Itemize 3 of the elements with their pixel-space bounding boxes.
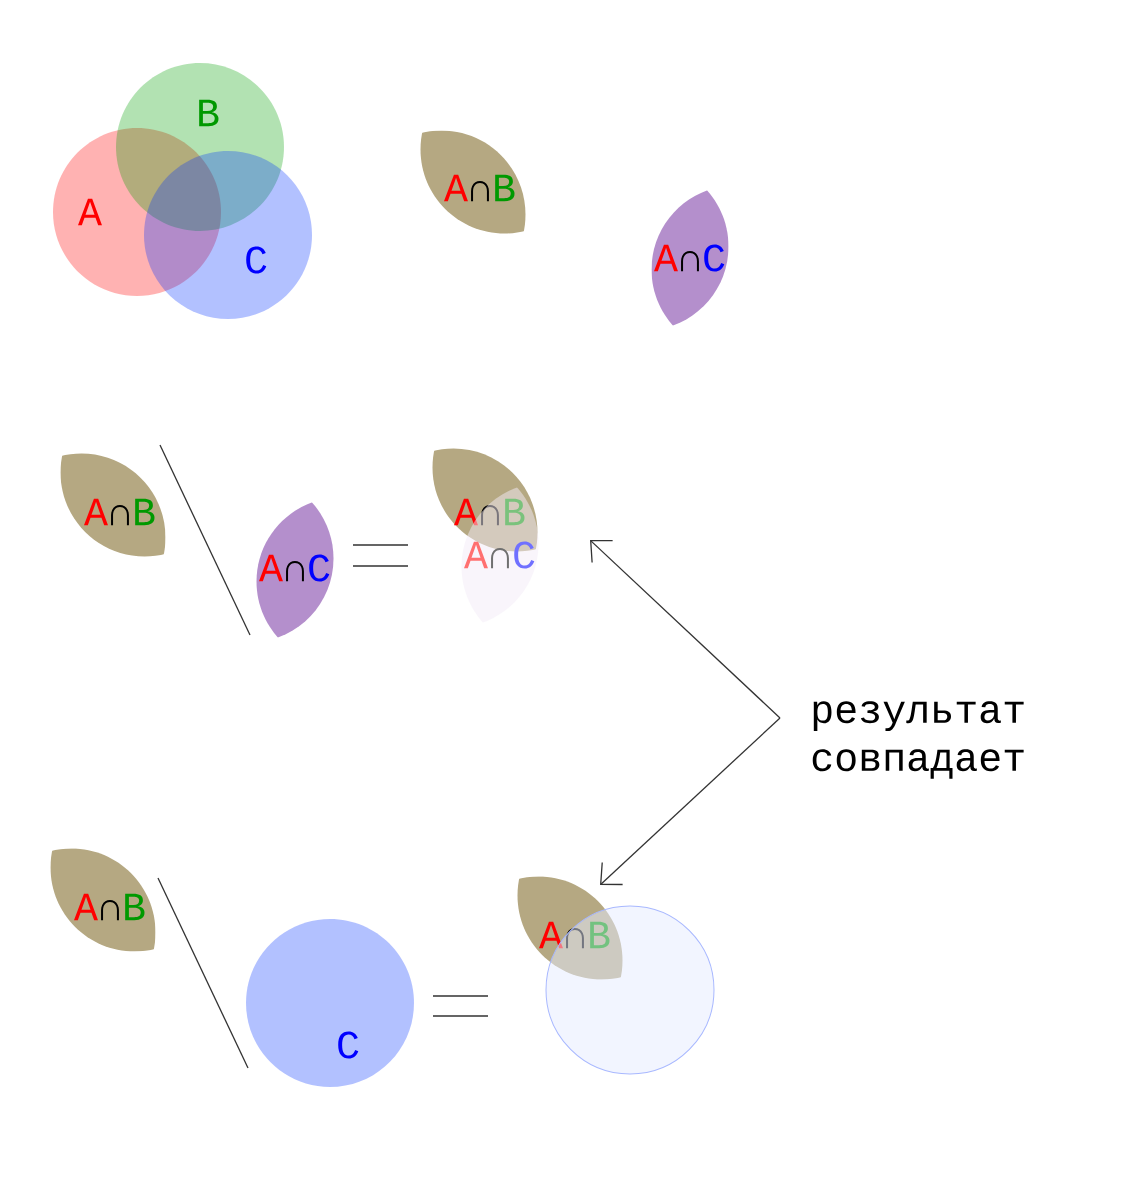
arrow	[600, 717, 781, 886]
annotation-text: результат совпадает	[812, 701, 1024, 779]
arrow	[590, 540, 781, 719]
